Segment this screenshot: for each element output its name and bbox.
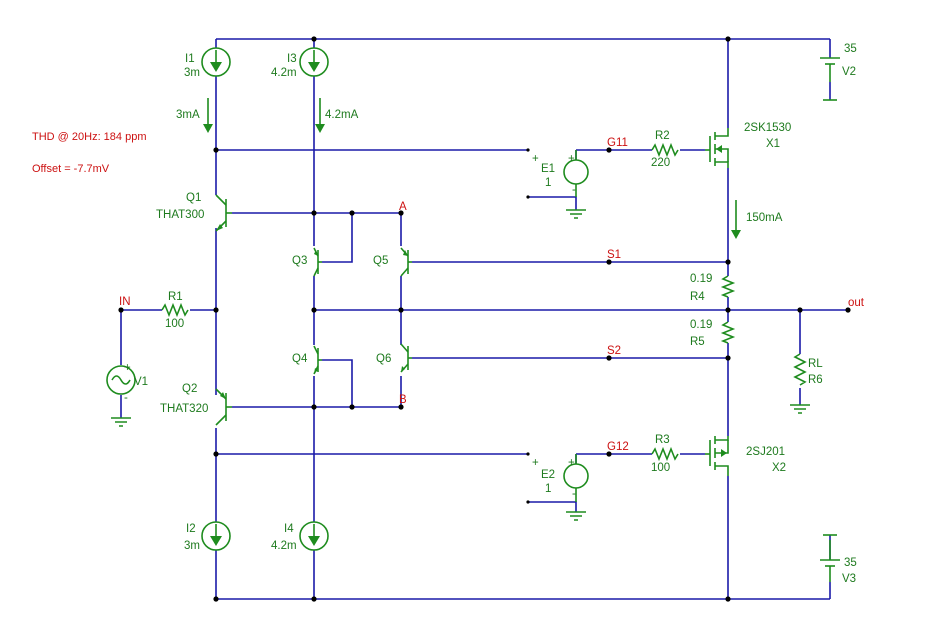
- x1-part-label: 2SK1530: [744, 122, 791, 134]
- r4-value-label: 0.19: [690, 273, 712, 285]
- r5-ref-label: R5: [690, 336, 705, 348]
- r3-ref-label: R3: [655, 434, 670, 446]
- mosfet-x2: [705, 436, 729, 476]
- current-arrow-3ma: [203, 98, 213, 133]
- i4-value-label: 4.2m: [271, 540, 297, 552]
- transistor-q4: [313, 345, 322, 375]
- resistor-r1: [161, 302, 189, 318]
- e2-out-plus-sign: +: [568, 457, 575, 469]
- i3-current-label: 4.2mA: [325, 109, 359, 121]
- transistor-q1: [215, 194, 232, 232]
- net-label-g11: G11: [607, 137, 628, 149]
- net-label-s1: S1: [607, 249, 621, 261]
- q1-part-label: THAT300: [156, 209, 204, 221]
- i1-value-label: 3m: [184, 67, 200, 79]
- e1-gain-label: 1: [545, 177, 551, 189]
- q2-ref-label: Q2: [182, 383, 197, 395]
- x1-current-label: 150mA: [746, 212, 783, 224]
- e2-out-minus-sign: -: [572, 488, 576, 500]
- e2-ref-label: E2: [541, 469, 555, 481]
- q5-ref-label: Q5: [373, 255, 388, 267]
- battery-v2: [820, 57, 840, 101]
- q3-ref-label: Q3: [292, 255, 307, 267]
- ac-source-v1: [106, 365, 136, 395]
- thd-annotation: THD @ 20Hz: 184 ppm: [32, 131, 147, 143]
- r2-ref-label: R2: [655, 130, 670, 142]
- e2-plus-sign: +: [532, 457, 539, 469]
- r5-value-label: 0.19: [690, 319, 712, 331]
- resistor-r2: [651, 142, 679, 158]
- resistor-r3: [651, 446, 679, 462]
- current-source-i4: [299, 521, 329, 551]
- current-source-i2: [201, 521, 231, 551]
- i3-value-label: 4.2m: [271, 67, 297, 79]
- transistor-q6: [400, 343, 412, 373]
- wires: [120, 38, 848, 600]
- net-label-s2: S2: [607, 345, 621, 357]
- e2-gain-label: 1: [545, 483, 551, 495]
- v3-ref-label: V3: [842, 573, 856, 585]
- resistor-r6: [793, 353, 807, 386]
- battery-v3: [820, 534, 840, 582]
- transistor-q2: [215, 388, 232, 426]
- mosfet-x1: [705, 128, 729, 168]
- net-label-out: out: [848, 297, 865, 309]
- q6-ref-label: Q6: [376, 353, 391, 365]
- v3-value-label: 35: [844, 557, 857, 569]
- q4-ref-label: Q4: [292, 353, 308, 365]
- r1-value-label: 100: [165, 318, 184, 330]
- junctions: [118, 36, 851, 602]
- v2-value-label: 35: [844, 43, 857, 55]
- e1-out-minus-sign: -: [572, 184, 576, 196]
- r3-value-label: 100: [651, 462, 670, 474]
- transistor-q5: [400, 247, 412, 277]
- e1-out-plus-sign: +: [568, 153, 575, 165]
- resistor-r4: [720, 275, 736, 298]
- r6-ref-label: R6: [808, 374, 823, 386]
- v2-ref-label: V2: [842, 66, 856, 78]
- e1-ref-label: E1: [541, 163, 555, 175]
- offset-annotation: Offset = -7.7mV: [32, 163, 110, 175]
- x2-ref-label: X2: [772, 462, 786, 474]
- i2-ref-label: I2: [186, 523, 196, 535]
- i2-value-label: 3m: [184, 540, 200, 552]
- i1-current-label: 3mA: [176, 109, 200, 121]
- current-arrow-4-2ma: [315, 98, 325, 133]
- r1-ref-label: R1: [168, 291, 183, 303]
- q1-ref-label: Q1: [186, 192, 201, 204]
- i3-ref-label: I3: [287, 53, 297, 65]
- x2-part-label: 2SJ201: [746, 446, 785, 458]
- e1-plus-sign: +: [532, 153, 539, 165]
- v1-minus-sign: -: [124, 392, 128, 404]
- v1-plus-sign: +: [124, 362, 131, 374]
- q2-part-label: THAT320: [160, 403, 208, 415]
- i1-ref-label: I1: [185, 53, 195, 65]
- net-label-g12: G12: [607, 441, 629, 453]
- net-label-a: A: [399, 201, 407, 213]
- i4-ref-label: I4: [284, 523, 294, 535]
- resistor-r5: [720, 321, 736, 344]
- net-label-in: IN: [119, 296, 131, 308]
- current-source-i1: [201, 47, 231, 77]
- voltage-source-e1: [563, 150, 589, 197]
- current-arrow-150ma: [731, 200, 741, 239]
- r4-ref-label: R4: [690, 291, 705, 303]
- transistor-q3: [313, 247, 322, 277]
- r6-value-label: RL: [808, 358, 823, 370]
- net-label-b: B: [399, 394, 407, 406]
- x1-ref-label: X1: [766, 138, 780, 150]
- r2-value-label: 220: [651, 157, 670, 169]
- ground-symbols: [111, 209, 810, 521]
- voltage-source-e2: [563, 454, 589, 502]
- current-source-i3: [299, 47, 329, 77]
- v1-ref-label: V1: [134, 376, 148, 388]
